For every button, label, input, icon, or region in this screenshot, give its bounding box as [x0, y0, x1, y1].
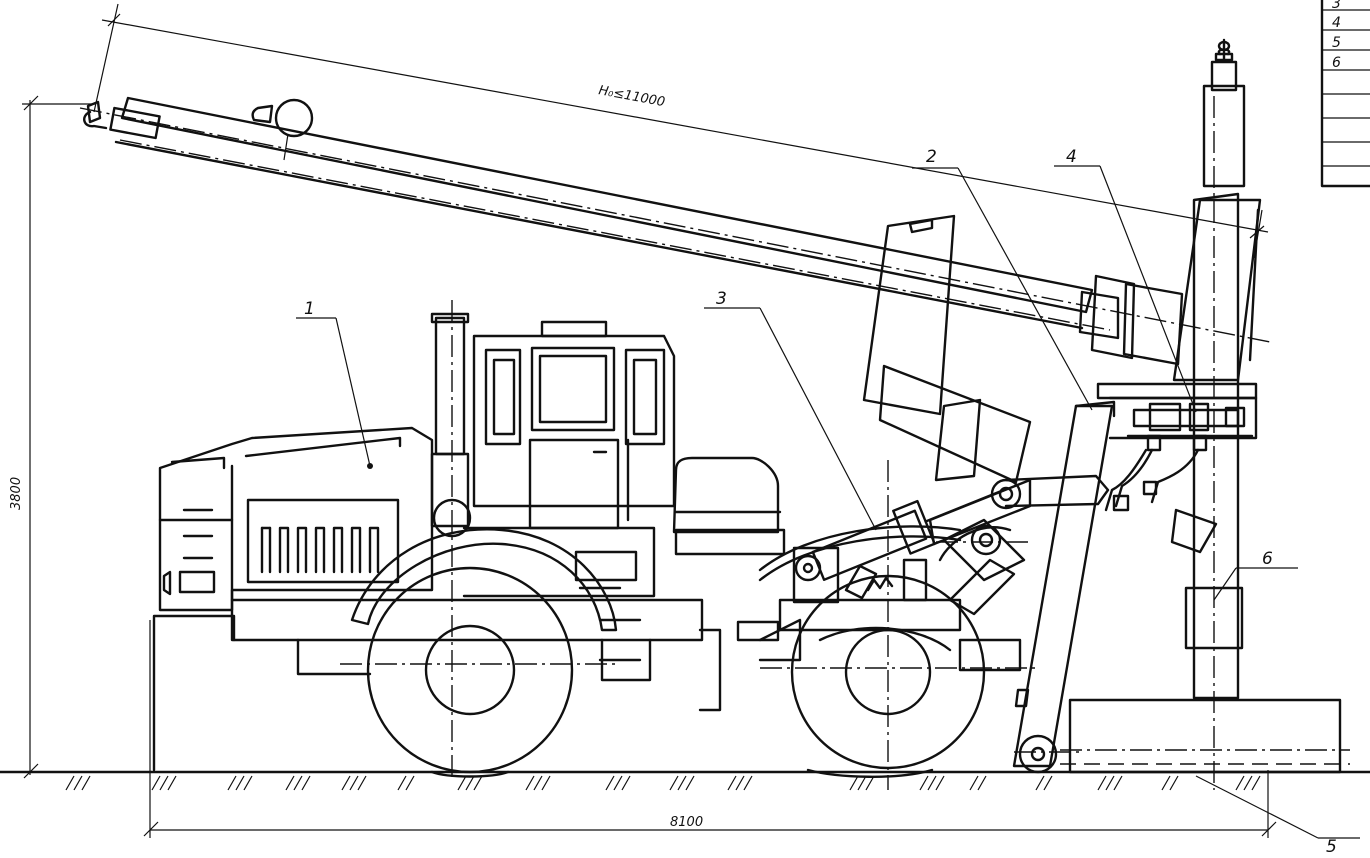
- callout-6: 6: [1262, 549, 1273, 569]
- table-row-label: 4: [1332, 15, 1341, 31]
- base-plate: [1060, 698, 1350, 774]
- reach-dimension: H₀≤11000: [597, 83, 666, 110]
- table-row-label: 5: [1332, 35, 1341, 51]
- dimension-lines: [22, 3, 1277, 838]
- drill-mast: [1172, 38, 1262, 790]
- callout-3: 3: [716, 289, 727, 309]
- ground: [0, 770, 1370, 791]
- callout-4: 4: [1066, 147, 1077, 167]
- leader-lines: [296, 165, 1360, 839]
- height-dimension: 3800: [9, 477, 24, 510]
- table-row-label: 6: [1332, 55, 1341, 71]
- spec-table: 3 4 5 6: [1320, 0, 1370, 188]
- support-leg: [1012, 382, 1258, 774]
- tractor: [152, 300, 1110, 790]
- boom: [79, 96, 1271, 484]
- table-row-label: 3: [1332, 0, 1341, 12]
- callout-5: 5: [1326, 837, 1337, 857]
- callout-1: 1: [304, 299, 315, 319]
- callout-2: 2: [926, 147, 937, 167]
- length-dimension: 8100: [670, 815, 703, 830]
